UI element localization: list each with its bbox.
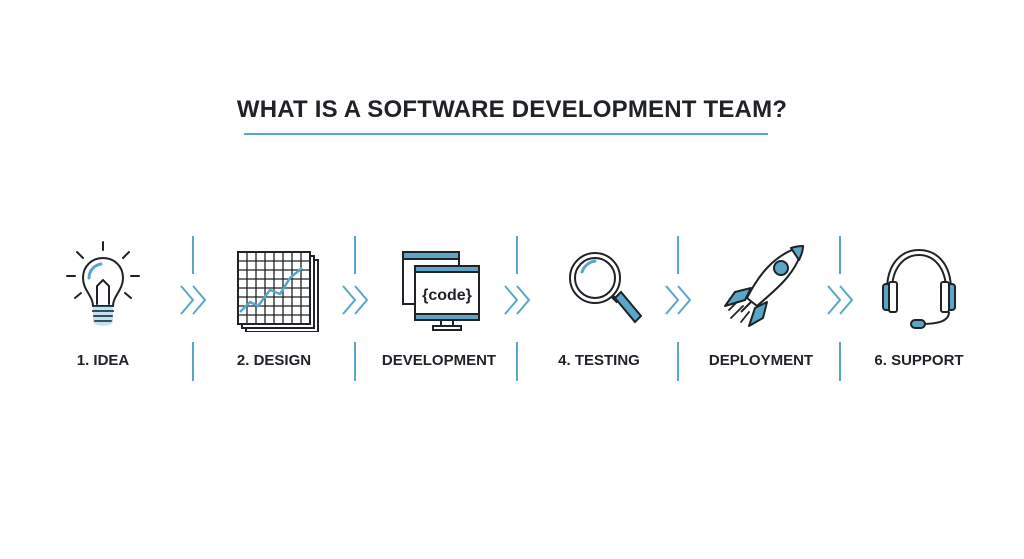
title-underline: [244, 133, 768, 135]
step-development: {code} DEVELOPMENT: [358, 236, 520, 386]
step-support: 6. SUPPORT: [838, 236, 1000, 386]
code-text: {code}: [422, 287, 472, 304]
step-idea: 1. IDEA: [22, 236, 184, 386]
chevron-separator: [342, 236, 369, 381]
chevron-separator: [665, 236, 692, 381]
magnifier-icon: [569, 252, 643, 324]
headset-icon: [882, 248, 956, 329]
step-label-deployment: DEPLOYMENT: [708, 352, 814, 369]
step-label-idea: 1. IDEA: [76, 352, 130, 369]
lightbulb-icon: [66, 241, 140, 326]
rocket-icon: [724, 245, 804, 327]
chevron-separator: [504, 236, 531, 381]
step-design: 2. DESIGN: [193, 236, 355, 386]
step-label-development: DEVELOPMENT: [381, 352, 497, 369]
chart-sheets-icon: [237, 251, 319, 332]
step-deployment: DEPLOYMENT: [680, 236, 842, 386]
step-label-testing: 4. TESTING: [558, 352, 640, 369]
chevron-separator: [827, 236, 854, 381]
step-label-design: 2. DESIGN: [236, 352, 312, 369]
chevron-separator: [180, 236, 207, 381]
step-label-support: 6. SUPPORT: [874, 352, 964, 369]
code-monitor-icon: {code}: [402, 251, 480, 331]
page-title: WHAT IS A SOFTWARE DEVELOPMENT TEAM?: [236, 96, 788, 123]
step-testing: 4. TESTING: [518, 236, 680, 386]
